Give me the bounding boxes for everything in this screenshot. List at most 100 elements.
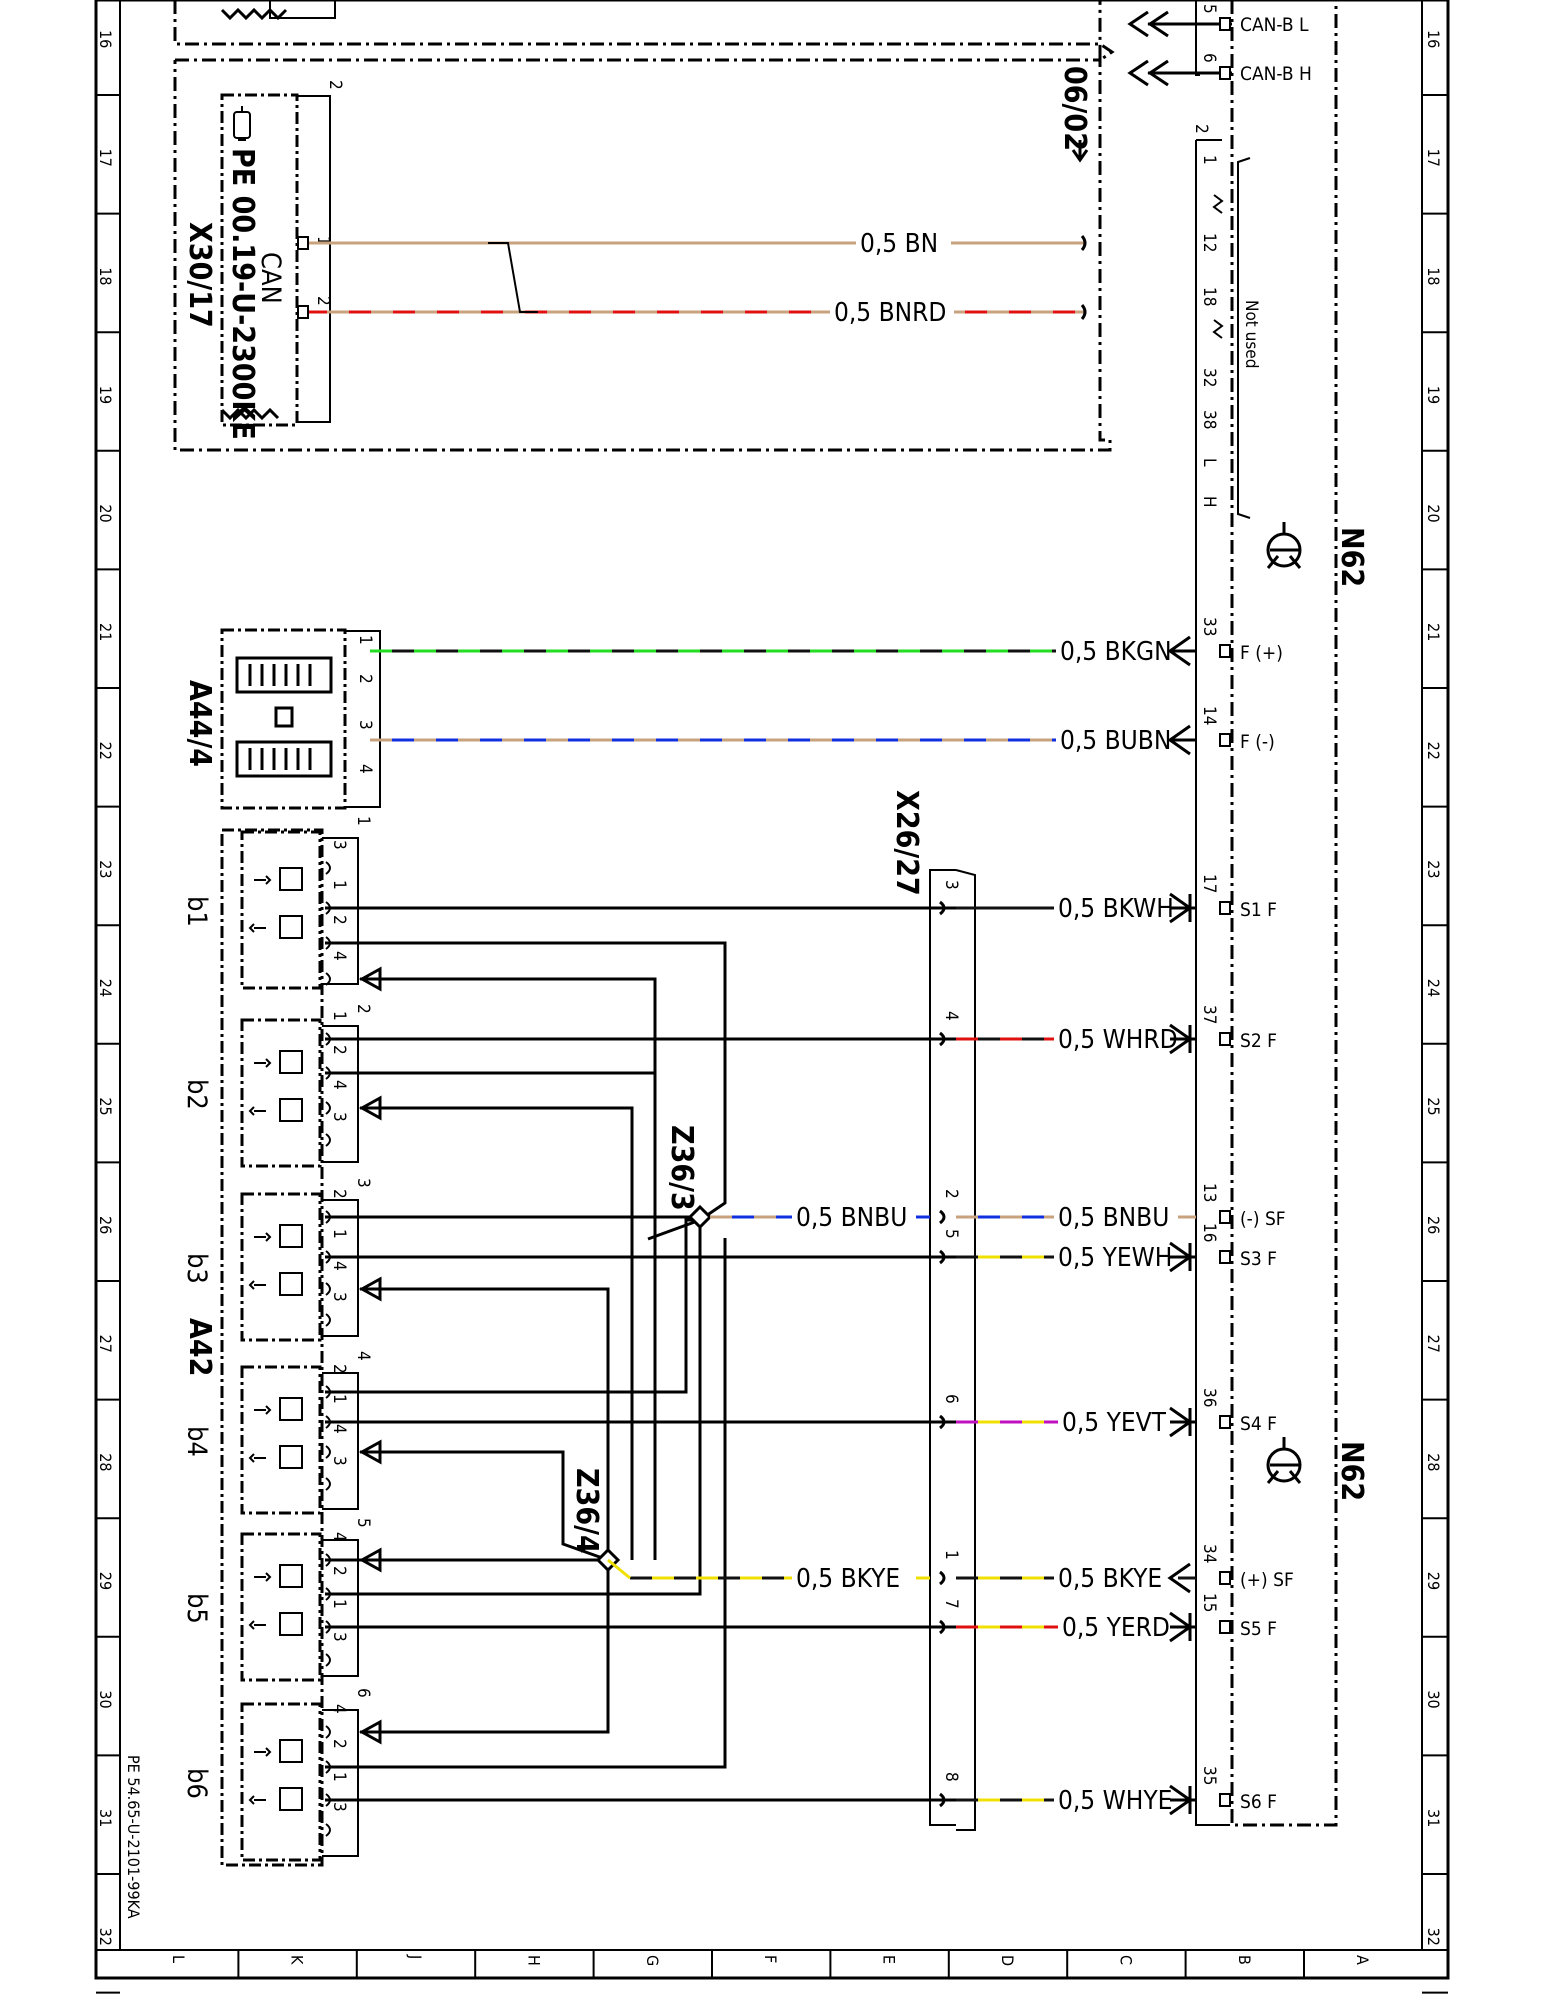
n62-unused-pin-18: 18 <box>1199 287 1219 306</box>
sensor-b2-pin-3: 3 <box>329 1112 349 1122</box>
sensor-pin-terminal <box>325 1133 331 1147</box>
n62-wire-label-35-bg <box>1054 1783 1178 1817</box>
grid-row-21-left: 21 <box>96 623 115 641</box>
sensor-arrow-icon <box>248 1405 272 1463</box>
grid-row-31-left: 31 <box>96 1809 115 1827</box>
grid-row-26-left: 26 <box>96 1216 115 1234</box>
sensor-arrow-icon <box>248 1747 272 1805</box>
sensor-coil-icon <box>279 915 303 939</box>
hand-pointer-icon <box>233 106 251 141</box>
sensor-b2-number: 2 <box>353 1004 373 1014</box>
grid-row-31-right: 31 <box>1424 1809 1443 1827</box>
n62-terminal <box>1219 733 1231 747</box>
grid-row-30-left: 30 <box>96 1690 115 1708</box>
sensor-b6-connector <box>322 1709 359 1857</box>
splice-z36-4: Z36/4 <box>569 1468 621 1573</box>
a44-wire-label-2-bg <box>1056 723 1180 757</box>
n62-terminal <box>1219 901 1231 915</box>
n62-wire-label-13: 0,5 BNBU <box>1058 1203 1169 1233</box>
can-pin-1: 1 <box>313 236 333 246</box>
n62-output-arrow-icon <box>1167 1562 1191 1594</box>
sensor-b6-pin-1: 1 <box>329 1772 349 1782</box>
n62-wire-label-16: 0,5 YEWH <box>1058 1243 1172 1273</box>
grid-row-32-right: 32 <box>1424 1928 1443 1946</box>
sensor-b4-number: 4 <box>353 1351 373 1361</box>
sensor-b1-name: b1 <box>181 896 212 927</box>
sensor-b5-name: b5 <box>181 1593 212 1624</box>
sensor-pin-terminal <box>325 1725 331 1739</box>
n62-wire-label-34-bg <box>1054 1561 1178 1595</box>
sensor-b4-pin-4: 4 <box>329 1424 349 1434</box>
grid-col-ticks <box>237 1950 1305 1978</box>
can-connector-number: 2 <box>325 80 345 90</box>
n62-wire-label-16-bg <box>1054 1240 1178 1274</box>
n62-pin-16: 16 <box>1199 1223 1219 1242</box>
a44-arrow-icon <box>1167 724 1196 756</box>
sensor-coil-icon <box>279 1397 303 1421</box>
n62-connector-number: 2 <box>1191 124 1211 134</box>
sensor-b1-box <box>240 830 322 990</box>
sensor-b1-pin-2: 2 <box>329 915 349 925</box>
sensor-b6-pin-2: 2 <box>329 1739 349 1749</box>
splice-wire-label-bkye: 0,5 BKYE <box>796 1564 900 1594</box>
n62-signal-35: S6 F <box>1240 1791 1277 1813</box>
canb-double-arrow-icon <box>1127 10 1169 38</box>
unused-bridge-icon <box>1212 194 1224 339</box>
sensor-b3-pin-4: 4 <box>329 1261 349 1271</box>
a44-arrow-icon <box>1167 635 1196 667</box>
n62-terminal <box>1219 1250 1231 1264</box>
grid-col-L: L <box>169 1955 188 1963</box>
a44-pin-4: 4 <box>355 764 375 774</box>
can-terminal <box>297 305 309 319</box>
grid-col-E: E <box>880 1955 899 1964</box>
z36-4-name: Z36/4 <box>569 1468 604 1554</box>
n62-wire-label-35: 0,5 WHYE <box>1058 1786 1172 1816</box>
n62-wire-label-17: 0,5 BKWH <box>1058 894 1174 924</box>
n62-wire-label-13-bg <box>1054 1200 1178 1234</box>
sensor-pin-terminal <box>325 1477 331 1491</box>
x26-pin-2: 2 <box>941 1189 961 1199</box>
x26-pin-7: 7 <box>941 1599 961 1609</box>
n62-input-arrow-icon <box>1169 1023 1196 1055</box>
sensor-b6-pin-4: 4 <box>329 1704 349 1714</box>
sensor-b2-pin-2: 2 <box>329 1045 349 1055</box>
grid-row-16-left: 16 <box>96 30 115 48</box>
grid-row-29-right: 29 <box>1424 1572 1443 1590</box>
n62-pin-13: 13 <box>1199 1183 1219 1202</box>
n62-signal-13: (-) SF <box>1240 1208 1286 1230</box>
grid-row-24-right: 24 <box>1424 979 1443 997</box>
sensor-arrow-icon <box>248 875 272 933</box>
sensor-coil-icon <box>279 1098 303 1122</box>
n62-pin-15: 15 <box>1199 1593 1219 1612</box>
grid-row-22-right: 22 <box>1424 742 1443 760</box>
n62-wire-label-36-bg <box>1058 1405 1182 1439</box>
sensor-coil-icon <box>279 1612 303 1636</box>
n62-signal-canb: CAN-B H <box>1240 63 1312 85</box>
canb-double-arrow-icon <box>1127 59 1169 87</box>
a44-wire-label-1-bg <box>1056 634 1180 668</box>
n62-unused-pin-38: 38 <box>1199 410 1219 429</box>
date-reference: 06/02 <box>1057 66 1092 151</box>
n62-wire-label-36: 0,5 YEVT <box>1062 1408 1167 1438</box>
can-connector-x30-17: 1 2 2 CAN PE 00.19-U-2300KE X30/17 <box>182 80 345 440</box>
x26-name: X26/27 <box>889 790 924 896</box>
can-wire-label-1-bg <box>856 226 951 260</box>
sensor-b2-pin-4: 4 <box>329 1080 349 1090</box>
sensor-b6-box <box>240 1702 322 1862</box>
a44-4-component: A44/4 1 2 3 4 <box>182 628 381 810</box>
sensor-coil-icon <box>279 1224 303 1248</box>
sensor-b1-pin-1: 1 <box>329 880 349 890</box>
n62-signal-37: S2 F <box>1240 1030 1277 1052</box>
ground-zigzag-top <box>220 7 288 21</box>
not-used-bracket <box>1237 157 1251 519</box>
sensor-b4-connector <box>322 1372 359 1510</box>
grid-col-F: F <box>761 1955 780 1963</box>
sensor-b3-number: 3 <box>353 1178 373 1188</box>
